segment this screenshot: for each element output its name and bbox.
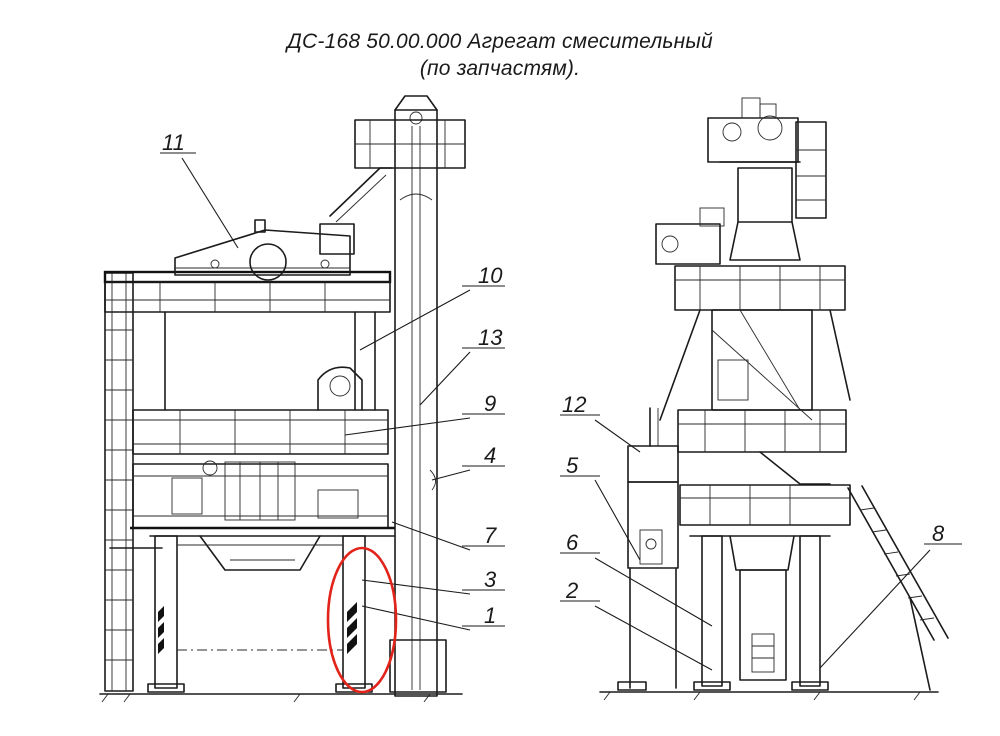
callout-12: 12 [562, 392, 586, 417]
callout-3: 3 [484, 567, 497, 592]
callout-11: 11 [162, 130, 185, 155]
callout-leaders [160, 152, 962, 671]
side-view [599, 97, 949, 701]
highlight-ellipse [326, 546, 398, 694]
front-view [99, 95, 466, 703]
callout-13: 13 [478, 325, 503, 350]
diagram-title: ДС-168 50.00.000 Агрегат смесительный [287, 30, 713, 53]
callout-9: 9 [484, 391, 496, 416]
callout-2: 2 [565, 578, 578, 603]
callout-4: 4 [484, 443, 496, 468]
callout-1: 1 [484, 603, 496, 628]
callout-5: 5 [566, 453, 579, 478]
callout-8: 8 [932, 521, 945, 546]
callout-7: 7 [484, 523, 497, 548]
callout-6: 6 [566, 530, 579, 555]
callout-10: 10 [478, 263, 503, 288]
diagram-subtitle: (по запчастям). [419, 57, 581, 80]
